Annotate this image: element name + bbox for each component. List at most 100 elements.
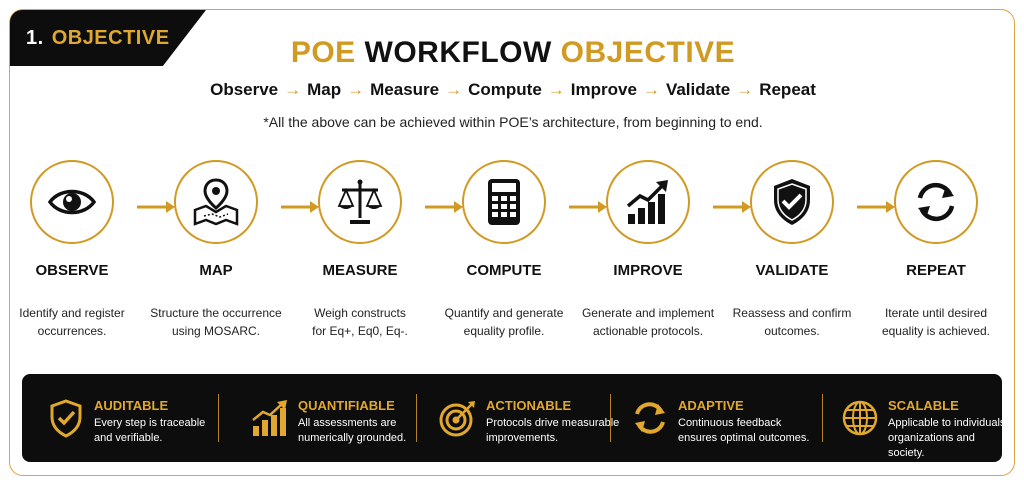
divider bbox=[610, 394, 611, 442]
feature-title: AUDITABLE bbox=[94, 398, 169, 413]
arrow-icon bbox=[424, 200, 464, 219]
flow-arrow: → bbox=[736, 80, 754, 99]
step-description: Structure the occurrence using MOSARC. bbox=[141, 304, 291, 340]
desc-line: numerically grounded. bbox=[298, 432, 407, 444]
desc-line: improvements. bbox=[486, 432, 559, 444]
feature-description: Applicable to individuals, organizations… bbox=[888, 416, 1012, 461]
flow-item: Improve bbox=[570, 80, 637, 99]
feature-description: Every step is traceable and verifiable. bbox=[94, 416, 224, 446]
desc-line: Weigh constructs bbox=[314, 306, 406, 320]
feature-actionable: ACTIONABLE Protocols drive measurable im… bbox=[438, 374, 619, 462]
divider bbox=[218, 394, 219, 442]
arrow-icon bbox=[712, 200, 752, 219]
flow-arrow: → bbox=[284, 80, 302, 99]
desc-line: Protocols drive measurable bbox=[486, 417, 620, 429]
divider bbox=[822, 394, 823, 442]
flow-arrow: → bbox=[445, 80, 463, 99]
arrow-icon bbox=[280, 200, 320, 219]
desc-line: for Eq+, Eq0, Eq-. bbox=[312, 324, 408, 338]
feature-adaptive: ADAPTIVE Continuous feedback ensures opt… bbox=[630, 374, 820, 462]
step-description: Generate and implement actionable protoc… bbox=[573, 304, 723, 340]
workflow-card: 1. OBJECTIVE POE WORKFLOW OBJECTIVE Obse… bbox=[9, 9, 1015, 476]
feature-quantifiable: QUANTIFIABLE All assessments are numeric… bbox=[250, 374, 430, 462]
shield-check-icon bbox=[774, 179, 810, 225]
calculator-icon bbox=[488, 179, 520, 225]
desc-line: Identify and register bbox=[19, 306, 125, 320]
section-label: OBJECTIVE bbox=[51, 26, 170, 49]
cycle-icon bbox=[630, 398, 670, 438]
feature-auditable: AUDITABLE Every step is traceable and ve… bbox=[46, 374, 226, 462]
divider bbox=[416, 394, 417, 442]
flow-arrow: → bbox=[347, 80, 365, 99]
workflow-sequence: Observe → Map → Measure → Compute → Improve → Vali… bbox=[10, 80, 1016, 100]
arrow-icon bbox=[136, 200, 176, 219]
flow-item: Repeat bbox=[759, 80, 816, 99]
flow-item: Compute bbox=[468, 80, 542, 99]
flow-item: Map bbox=[307, 80, 342, 99]
flow-item: Validate bbox=[665, 80, 731, 99]
target-icon bbox=[438, 398, 478, 438]
flow-arrow: → bbox=[547, 80, 565, 99]
arrow-icon bbox=[856, 200, 896, 219]
step-icon-circle bbox=[462, 160, 546, 244]
map-pin-icon bbox=[193, 178, 239, 226]
refresh-icon bbox=[917, 182, 955, 222]
desc-line: Quantify and generate bbox=[444, 306, 564, 320]
step-title: VALIDATE bbox=[755, 262, 829, 279]
step-title: IMPROVE bbox=[613, 262, 683, 279]
desc-line: organizations and society. bbox=[888, 432, 975, 459]
step-description: Identify and register occurrences. bbox=[0, 304, 147, 340]
feature-title: ADAPTIVE bbox=[678, 398, 744, 413]
step-title: MEASURE bbox=[322, 262, 398, 279]
section-tag: 1. OBJECTIVE bbox=[10, 10, 206, 66]
feature-bar: AUDITABLE Every step is traceable and ve… bbox=[22, 374, 1008, 462]
feature-description: All assessments are numerically grounded… bbox=[298, 416, 428, 446]
step-icon-circle bbox=[750, 160, 834, 244]
step-icon-circle bbox=[30, 160, 114, 244]
desc-line: Continuous feedback bbox=[678, 417, 782, 429]
title-part-objective: OBJECTIVE bbox=[560, 36, 736, 69]
step-title: COMPUTE bbox=[466, 262, 542, 279]
step-description: Quantify and generate equality profile. bbox=[429, 304, 579, 340]
page-title: POE WORKFLOW OBJECTIVE bbox=[10, 36, 1016, 70]
flow-item: Observe bbox=[210, 80, 279, 99]
desc-line: All assessments are bbox=[298, 417, 397, 429]
desc-line: and verifiable. bbox=[94, 432, 163, 444]
desc-line: using MOSARC. bbox=[171, 324, 261, 338]
step-icon-circle bbox=[894, 160, 978, 244]
flow-item: Measure bbox=[370, 80, 440, 99]
step-title: MAP bbox=[199, 262, 233, 279]
feature-title: ACTIONABLE bbox=[486, 398, 572, 413]
desc-line: outcomes. bbox=[764, 324, 820, 338]
desc-line: actionable protocols. bbox=[592, 324, 704, 338]
desc-line: equality is achieved. bbox=[881, 324, 991, 338]
flow-arrow: → bbox=[642, 80, 660, 99]
desc-line: Applicable to individuals, bbox=[888, 417, 1009, 429]
shield-check-icon bbox=[46, 398, 86, 438]
arrow-icon bbox=[568, 200, 608, 219]
desc-line: Every step is traceable bbox=[94, 417, 206, 429]
feature-scalable: SCALABLE Applicable to individuals, orga… bbox=[840, 374, 1008, 462]
step-title: REPEAT bbox=[906, 262, 966, 279]
desc-line: equality profile. bbox=[463, 324, 545, 338]
step-icon-circle bbox=[318, 160, 402, 244]
eye-icon bbox=[47, 189, 97, 215]
feature-title: SCALABLE bbox=[888, 398, 959, 413]
step-description: Weigh constructs for Eq+, Eq0, Eq-. bbox=[285, 304, 435, 340]
desc-line: Reassess and confirm bbox=[732, 306, 852, 320]
architecture-note: *All the above can be achieved within PO… bbox=[263, 114, 763, 130]
step-icon-circle bbox=[174, 160, 258, 244]
desc-line: Generate and implement bbox=[581, 306, 715, 320]
title-part-poe: POE bbox=[290, 36, 356, 69]
growth-chart-icon bbox=[626, 180, 668, 224]
title-part-workflow: WORKFLOW bbox=[364, 36, 552, 69]
desc-line: Structure the occurrence bbox=[150, 306, 282, 320]
globe-icon bbox=[840, 398, 880, 438]
step-description: Reassess and confirm outcomes. bbox=[717, 304, 867, 340]
feature-title: QUANTIFIABLE bbox=[298, 398, 395, 413]
bar-growth-icon bbox=[250, 398, 290, 438]
step-title: OBSERVE bbox=[35, 262, 109, 279]
feature-description: Protocols drive measurable improvements. bbox=[486, 416, 626, 446]
desc-line: ensures optimal outcomes. bbox=[678, 432, 810, 444]
desc-line: occurrences. bbox=[37, 324, 107, 338]
